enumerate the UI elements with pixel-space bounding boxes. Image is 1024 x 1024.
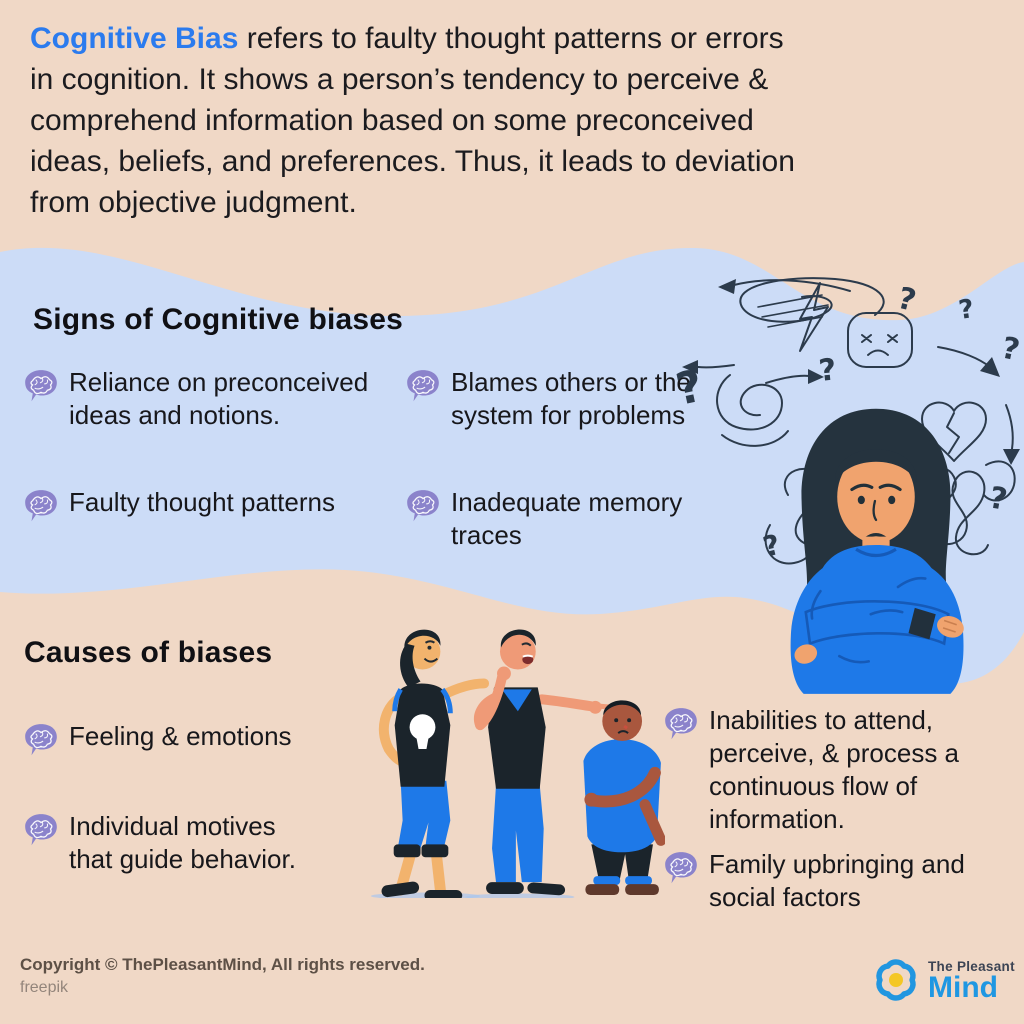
person-middle [474,629,615,896]
mocking-people-illustration [370,629,665,898]
doodle-arrowheads [682,279,1020,465]
sign-item-text: Reliance on preconceived ideas and notio… [69,367,369,430]
cause-item: Inabilities to attend, perceive, & proce… [662,704,992,836]
brain-bubble-icon [24,489,58,522]
svg-text:?: ? [760,528,784,564]
intro-text: refers to faulty thought patterns or err… [30,22,795,219]
svg-text:?: ? [998,331,1022,369]
brain-bubble-icon [24,723,58,756]
sign-item-text: Blames others or the system for problems [451,367,691,430]
svg-text:?: ? [987,480,1010,517]
sign-item-text: Inadequate memory traces [451,487,683,550]
cause-item-text: Feeling & emotions [69,721,292,751]
brain-bubble-icon [664,707,698,740]
cause-item: Family upbringing and social factors [662,848,1002,914]
brain-bubble-icon [406,489,440,522]
svg-text:?: ? [672,361,708,416]
copyright-text: Copyright © ThePleasantMind, All rights … [20,955,425,974]
logo-text-top: The Pleasant [928,959,1015,974]
svg-text:?: ? [957,294,976,326]
brain-bubble-icon [406,369,440,402]
causes-heading: Causes of biases [24,636,273,669]
brain-bubble-icon [664,851,698,884]
intro-paragraph: Cognitive Bias refers to faulty thought … [30,18,982,223]
brain-bubble-icon [24,813,58,846]
cause-item-text: Individual motives that guide behavior. [69,811,296,874]
flower-star-icon [876,959,916,1001]
cause-item-text: Inabilities to attend, perceive, & proce… [709,705,960,834]
signs-heading: Signs of Cognitive biases [33,303,404,336]
cause-item: Individual motives that guide behavior. [22,810,352,876]
sign-item: Blames others or the system for problems [404,366,704,432]
sign-item: Inadequate memory traces [404,486,704,552]
sign-item-text: Faulty thought patterns [69,487,335,517]
svg-text:?: ? [817,352,838,389]
anxious-woman-illustration [790,408,964,694]
intro-highlight: Cognitive Bias [30,22,239,55]
svg-text:?: ? [894,281,919,319]
cause-item: Feeling & emotions [22,720,352,759]
pleasant-mind-logo: The Pleasant Mind [872,950,1015,1006]
sign-item: Faulty thought patterns [22,486,400,525]
brain-bubble-icon [24,369,58,402]
logo-text-bottom: Mind [928,971,998,1004]
sign-item: Reliance on preconceived ideas and notio… [22,366,400,432]
source-credit: freepik [20,979,69,996]
person-left [378,629,490,898]
person-right [583,700,665,896]
cause-item-text: Family upbringing and social factors [709,849,965,912]
